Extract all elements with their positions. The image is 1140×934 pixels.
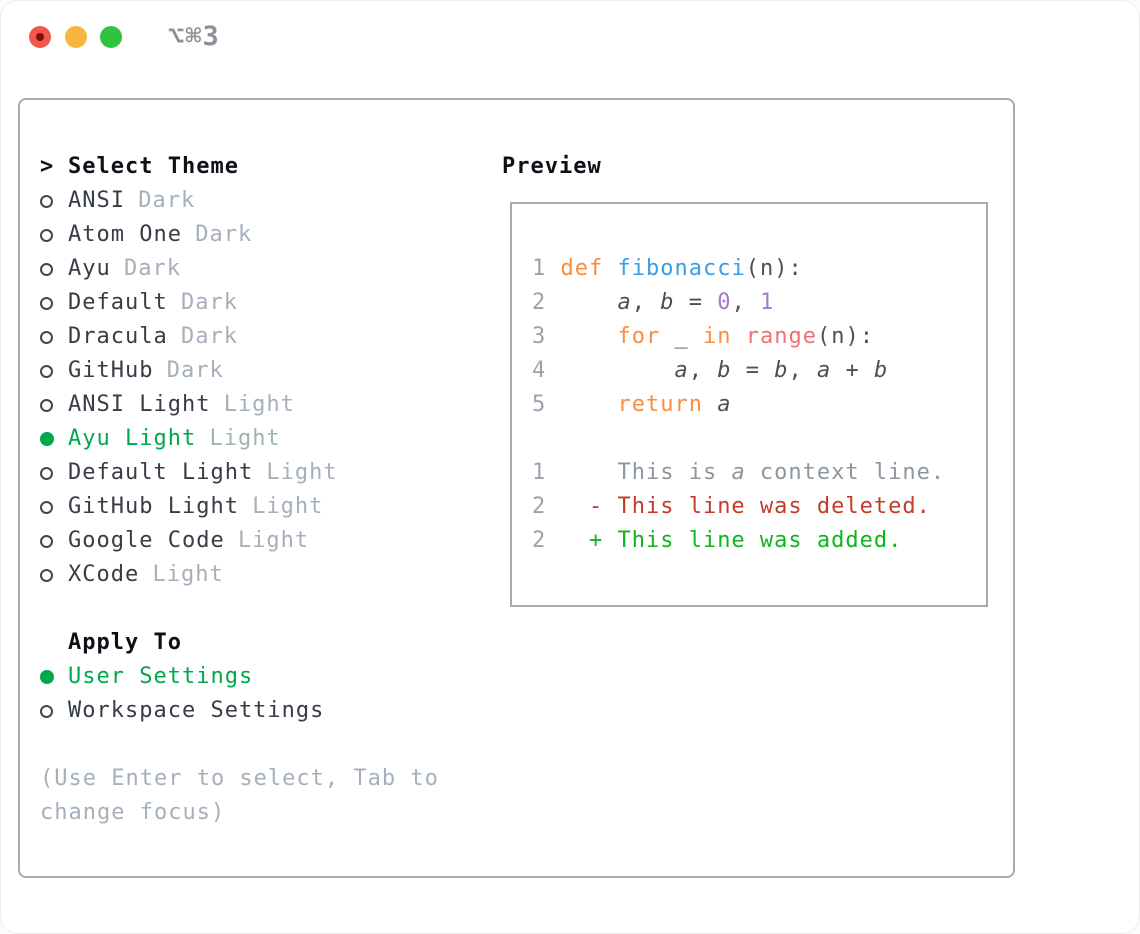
option-label: Workspace Settings	[68, 698, 325, 723]
theme-variant: Light	[252, 494, 324, 519]
theme-variant: Dark	[180, 290, 238, 315]
theme-variant: Light	[223, 392, 295, 417]
theme-variant: Dark	[180, 324, 238, 349]
radio-icon	[40, 398, 53, 412]
radio-icon	[40, 364, 53, 378]
option-label: XCode	[68, 562, 140, 587]
radio-icon	[40, 194, 53, 208]
radio-icon	[40, 534, 53, 548]
option-label: Default	[68, 290, 168, 315]
theme-variant: Light	[152, 562, 224, 587]
radio-icon	[40, 466, 53, 480]
option-label: GitHub	[68, 358, 154, 383]
theme-variant: Light	[237, 528, 310, 553]
preview-code: 1 def fibonacci(n): 2 a, b = 0, 1 3 for _ …	[532, 252, 986, 558]
radio-icon	[40, 228, 53, 242]
option-label: ANSI Light	[68, 392, 211, 417]
option-label: User Settings	[68, 664, 254, 689]
theme-variant: Dark	[123, 256, 181, 281]
option-label: Dracula	[68, 324, 168, 349]
theme-option-ansi-light[interactable]: ANSI Light Light	[40, 388, 500, 422]
theme-option-ayu-light[interactable]: Ayu Light Light	[40, 422, 500, 456]
code-line: 5 return a	[532, 392, 732, 417]
theme-option-ansi[interactable]: ANSI Dark	[40, 184, 500, 218]
radio-icon	[40, 704, 53, 718]
minimize-button[interactable]	[65, 26, 87, 48]
theme-option-github-light[interactable]: GitHub Light Light	[40, 490, 500, 524]
theme-option-default[interactable]: Default Dark	[40, 286, 500, 320]
apply-option-workspace-settings[interactable]: Workspace Settings	[40, 694, 500, 728]
close-button[interactable]	[29, 26, 51, 48]
theme-variant: Light	[266, 460, 338, 485]
window-title: ⌥⌘3	[168, 21, 220, 52]
apply-option-user-settings[interactable]: User Settings	[40, 660, 500, 694]
prompt-arrow-icon: >	[40, 154, 55, 179]
theme-variant: Dark	[195, 222, 253, 247]
code-line: 2 a, b = 0, 1	[532, 290, 775, 315]
maximize-button[interactable]	[100, 26, 122, 48]
option-label: Ayu Light	[68, 426, 197, 451]
radio-icon	[40, 500, 53, 514]
titlebar: ⌥⌘3	[0, 0, 1140, 70]
theme-option-ayu[interactable]: Ayu Dark	[40, 252, 500, 286]
preview-title: Preview	[502, 154, 602, 179]
code-line: 1 This is a context line.	[532, 460, 946, 485]
radio-icon	[40, 568, 53, 582]
code-line: 1 def fibonacci(n):	[532, 256, 803, 281]
code-line: 3 for _ in range(n):	[532, 324, 874, 349]
record-dot-icon	[36, 33, 44, 41]
hint-text: (Use Enter to select, Tab to change focu…	[40, 766, 439, 825]
apply-to-header: Apply To	[68, 630, 182, 655]
code-line: 4 a, b = b, a + b	[532, 358, 889, 383]
option-label: Google Code	[68, 528, 225, 553]
option-label: Default Light	[68, 460, 254, 485]
select-theme-header: > Select Theme	[40, 150, 500, 184]
option-label: GitHub Light	[68, 494, 239, 519]
theme-option-atom-one[interactable]: Atom One Dark	[40, 218, 500, 252]
theme-variant: Dark	[166, 358, 224, 383]
preview-box: 1 def fibonacci(n): 2 a, b = 0, 1 3 for _ …	[510, 202, 988, 607]
theme-option-xcode[interactable]: XCode Light	[40, 558, 500, 592]
theme-option-google-code[interactable]: Google Code Light	[40, 524, 500, 558]
radio-icon	[40, 262, 53, 276]
code-line	[532, 422, 986, 456]
code-line: 2 + This line was added.	[532, 528, 903, 553]
radio-icon	[40, 330, 53, 344]
theme-option-github[interactable]: GitHub Dark	[40, 354, 500, 388]
option-label: ANSI	[68, 188, 125, 213]
theme-option-dracula[interactable]: Dracula Dark	[40, 320, 500, 354]
theme-variant: Light	[209, 426, 281, 451]
code-line: 2 - This line was deleted.	[532, 494, 931, 519]
option-label: Ayu	[68, 256, 111, 281]
radio-selected-icon	[40, 432, 54, 446]
select-theme-title: Select Theme	[68, 154, 239, 179]
theme-option-default-light[interactable]: Default Light Light	[40, 456, 500, 490]
radio-icon	[40, 296, 53, 310]
radio-selected-icon	[40, 670, 54, 684]
option-label: Atom One	[68, 222, 182, 247]
theme-variant: Dark	[138, 188, 196, 213]
